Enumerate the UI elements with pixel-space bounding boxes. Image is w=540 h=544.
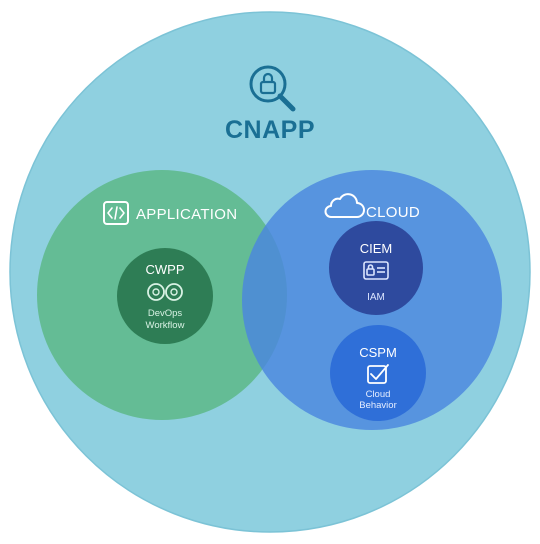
devops-loop-icon	[147, 283, 183, 301]
cloud-label: CLOUD	[366, 204, 420, 221]
cspm-caption-line1: Cloud	[366, 389, 391, 400]
cwpp-caption-line2: Workflow	[146, 320, 185, 331]
cwpp-circle	[117, 248, 213, 344]
ciem-caption: IAM	[367, 292, 385, 303]
application-label: APPLICATION	[136, 206, 237, 223]
cwpp-caption-line1: DevOps	[148, 308, 183, 319]
cspm-title: CSPM	[359, 345, 397, 360]
ciem-circle	[329, 221, 423, 315]
lock-magnifier-icon	[249, 65, 296, 112]
ciem-title: CIEM	[360, 241, 393, 256]
cspm-caption-line2: Behavior	[359, 400, 397, 411]
checkbox-icon	[367, 364, 389, 384]
code-icon	[103, 201, 129, 225]
cloud-icon	[324, 193, 365, 218]
cwpp-title: CWPP	[146, 262, 185, 277]
diagram-title: CNAPP	[225, 116, 315, 144]
cspm-circle	[330, 325, 426, 421]
id-card-lock-icon	[363, 261, 389, 280]
